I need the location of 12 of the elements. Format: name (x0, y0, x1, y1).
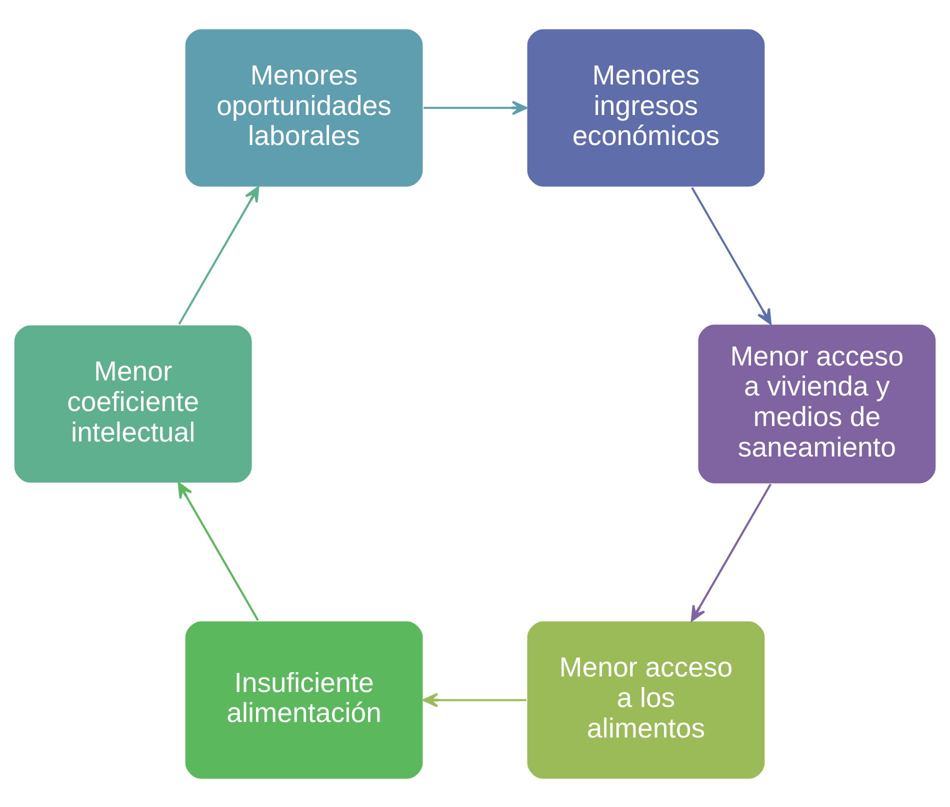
node-box: Menor acceso a los alimentos (526, 620, 766, 780)
arrow (178, 482, 259, 620)
arrow (424, 100, 528, 115)
arrow (690, 483, 772, 621)
node-box: Menores ingresos económicos (526, 27, 766, 188)
arrow (422, 692, 526, 707)
arrow (178, 186, 260, 324)
node-box: Menores oportunidades laborales (184, 27, 424, 188)
node-box: Menor coeficiente intelectual (13, 323, 254, 484)
node-box: Insuficiente alimentación (184, 620, 424, 780)
arrow (691, 186, 772, 324)
node-box: Menor acceso a vivienda y medios de saneamiento (696, 322, 938, 484)
